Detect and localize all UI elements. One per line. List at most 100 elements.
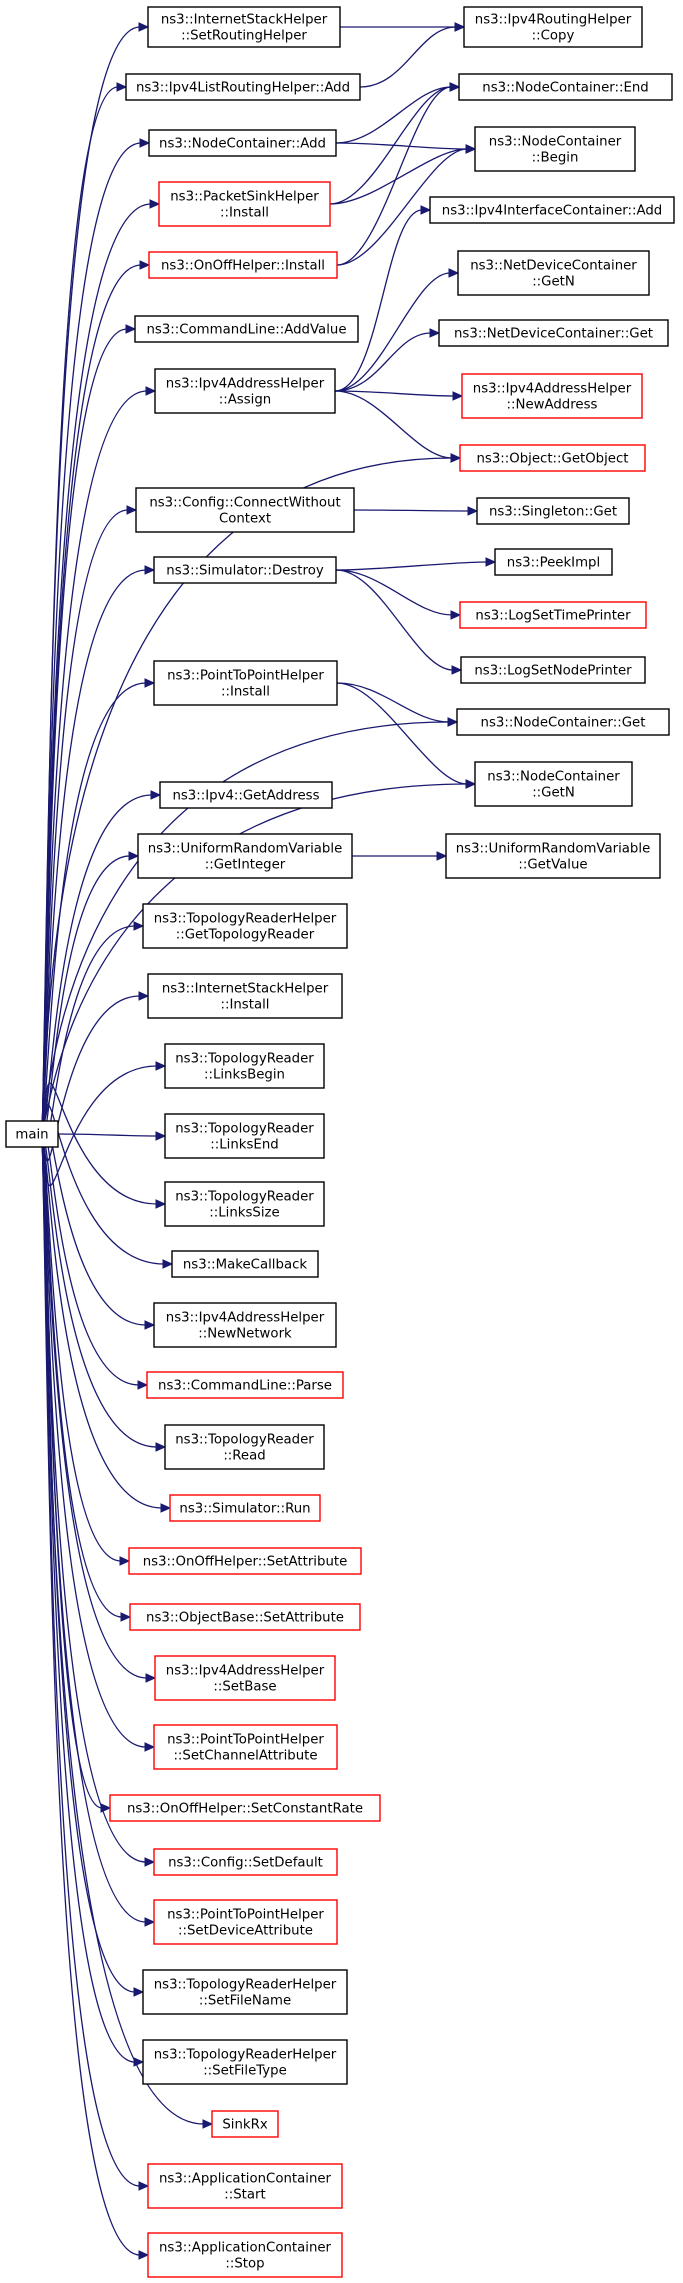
node-box — [142, 2039, 348, 2085]
edge-arrowhead — [125, 324, 137, 334]
node-box — [463, 6, 643, 48]
node-box — [147, 2163, 343, 2209]
edge-arrowhead — [155, 1442, 167, 1452]
node-label: ::SetBase — [213, 1680, 276, 1695]
edge-p2p_install-to-nc_get — [336, 682, 450, 723]
node-box — [147, 973, 343, 1019]
node-iah_newaddr[interactable]: ns3::Ipv4AddressHelper::NewAddress — [461, 373, 643, 419]
node-obj_getobject[interactable]: ns3::Object::GetObject — [459, 444, 646, 472]
node-ndc_get[interactable]: ns3::NetDeviceContainer::Get — [438, 319, 669, 347]
node-iic_add[interactable]: ns3::Ipv4InterfaceContainer::Add — [429, 196, 675, 224]
node-ipv4_getaddr[interactable]: ns3::Ipv4::GetAddress — [159, 781, 333, 809]
node-label: ns3::Simulator::Run — [179, 1502, 310, 1517]
node-ooh_setattr[interactable]: ns3::OnOffHelper::SetAttribute — [128, 1547, 362, 1575]
edge-main-to-sim_destroy — [41, 569, 147, 1122]
node-sim_destroy[interactable]: ns3::Simulator::Destroy — [153, 556, 337, 584]
edge-arrowhead — [137, 1380, 149, 1390]
edge-main-to-iah_newnet — [41, 1121, 147, 1326]
node-label: ns3::PointToPointHelper — [167, 1908, 324, 1923]
node-psh_install[interactable]: ns3::PacketSinkHelper::Install — [158, 181, 331, 227]
node-box — [134, 315, 359, 343]
node-box — [128, 1547, 362, 1575]
node-box — [474, 126, 636, 172]
node-tr_linksbegin[interactable]: ns3::TopologyReader::LinksBegin — [164, 1043, 325, 1089]
node-trh_setfilename[interactable]: ns3::TopologyReaderHelper::SetFileName — [142, 1969, 348, 2015]
edge-arrowhead — [160, 1503, 172, 1513]
node-box — [148, 129, 337, 157]
node-nc_begin[interactable]: ns3::NodeContainer::Begin — [474, 126, 636, 172]
node-label: ns3::MakeCallback — [183, 1258, 308, 1273]
node-ooh_setrate[interactable]: ns3::OnOffHelper::SetConstantRate — [109, 1794, 381, 1822]
node-ish_install[interactable]: ns3::InternetStackHelper::Install — [147, 973, 343, 1019]
node-box — [459, 601, 647, 629]
node-p2p_setchan[interactable]: ns3::PointToPointHelper::SetChannelAttri… — [153, 1724, 338, 1770]
node-label: ::SetFileName — [199, 1994, 291, 2009]
edge-arrowhead — [145, 1673, 157, 1683]
node-label: ns3::NetDeviceContainer — [470, 259, 637, 274]
node-nc_end[interactable]: ns3::NodeContainer::End — [458, 73, 673, 101]
edge-main-to-cl_addvalue — [41, 328, 128, 1122]
node-label: ns3::TopologyReader — [175, 1190, 314, 1205]
node-cl_addvalue[interactable]: ns3::CommandLine::AddValue — [134, 315, 359, 343]
node-logsetnode[interactable]: ns3::LogSetNodePrinter — [460, 656, 646, 684]
node-main[interactable]: main — [5, 1120, 59, 1148]
edge-arrowhead — [465, 144, 477, 154]
node-label: ns3::LogSetTimePrinter — [475, 609, 631, 624]
edge-arrowhead — [120, 1612, 132, 1622]
node-sim_run[interactable]: ns3::Simulator::Run — [169, 1494, 321, 1522]
node-ob_setattr[interactable]: ns3::ObjectBase::SetAttribute — [129, 1603, 361, 1631]
node-ndc_getn[interactable]: ns3::NetDeviceContainer::GetN — [457, 250, 650, 296]
edge-arrowhead — [139, 138, 151, 148]
edge-arrowhead — [155, 1131, 167, 1141]
edge-arrowhead — [452, 391, 464, 401]
node-nc_add[interactable]: ns3::NodeContainer::Add — [148, 129, 337, 157]
node-p2p_setdev[interactable]: ns3::PointToPointHelper::SetDeviceAttrib… — [153, 1899, 338, 1945]
node-singleton_get[interactable]: ns3::Singleton::Get — [476, 497, 630, 525]
node-label: main — [15, 1128, 48, 1143]
node-nc_getn[interactable]: ns3::NodeContainer::GetN — [474, 761, 633, 807]
node-box — [459, 444, 646, 472]
node-iah_newnet[interactable]: ns3::Ipv4AddressHelper::NewNetwork — [153, 1302, 337, 1348]
node-cl_parse[interactable]: ns3::CommandLine::Parse — [146, 1371, 344, 1399]
node-trh_gettr[interactable]: ns3::TopologyReaderHelper::GetTopologyRe… — [142, 903, 348, 949]
node-tr_linksend[interactable]: ns3::TopologyReader::LinksEnd — [164, 1113, 325, 1159]
node-box — [474, 761, 633, 807]
edge-arrowhead — [138, 991, 150, 1001]
node-urv_getval[interactable]: ns3::UniformRandomVariable::GetValue — [445, 833, 661, 879]
node-irh_copy[interactable]: ns3::Ipv4RoutingHelper::Copy — [463, 6, 643, 48]
node-trh_setfiletype[interactable]: ns3::TopologyReaderHelper::SetFileType — [142, 2039, 348, 2085]
node-nc_get[interactable]: ns3::NodeContainer::Get — [456, 708, 670, 736]
node-ish_srh[interactable]: ns3::InternetStackHelper::SetRoutingHelp… — [147, 6, 341, 48]
node-iah_setbase[interactable]: ns3::Ipv4AddressHelper::SetBase — [154, 1655, 336, 1701]
edge-main-to-nc_get — [41, 721, 450, 1122]
node-box — [142, 1969, 348, 2015]
node-ac_stop[interactable]: ns3::ApplicationContainer::Stop — [147, 2232, 343, 2278]
node-p2p_install[interactable]: ns3::PointToPointHelper::Install — [153, 660, 338, 706]
node-box — [164, 1113, 325, 1159]
node-makecallback[interactable]: ns3::MakeCallback — [171, 1250, 319, 1278]
edge-arrowhead — [447, 717, 459, 727]
node-label: ::Copy — [532, 29, 575, 44]
node-cfg_setdefault[interactable]: ns3::Config::SetDefault — [153, 1848, 338, 1876]
node-tr_read[interactable]: ns3::TopologyReader::Read — [164, 1424, 325, 1470]
node-tr_linkssize[interactable]: ns3::TopologyReader::LinksSize — [164, 1181, 325, 1227]
node-logsettime[interactable]: ns3::LogSetTimePrinter — [459, 601, 647, 629]
node-box — [153, 1848, 338, 1876]
node-label: ns3::TopologyReader — [175, 1433, 314, 1448]
node-label: ns3::UniformRandomVariable — [148, 842, 343, 857]
edge-nc_add-to-nc_end — [335, 86, 452, 144]
node-label: ::LinksSize — [209, 1206, 279, 1221]
node-ac_start[interactable]: ns3::ApplicationContainer::Start — [147, 2163, 343, 2209]
node-sinkrx[interactable]: SinkRx — [211, 2110, 279, 2138]
node-box — [129, 1603, 361, 1631]
node-label: ::Start — [224, 2188, 265, 2203]
edge-arrowhead — [138, 2250, 150, 2260]
node-box — [458, 73, 673, 101]
node-ooh_install[interactable]: ns3::OnOffHelper::Install — [148, 251, 338, 279]
node-urv_getint[interactable]: ns3::UniformRandomVariable::GetInteger — [137, 833, 353, 879]
node-ilrh_add[interactable]: ns3::Ipv4ListRoutingHelper::Add — [125, 73, 361, 101]
node-iah_assign[interactable]: ns3::Ipv4AddressHelper::Assign — [154, 368, 336, 414]
node-peekimpl[interactable]: ns3::PeekImpl — [494, 548, 613, 576]
